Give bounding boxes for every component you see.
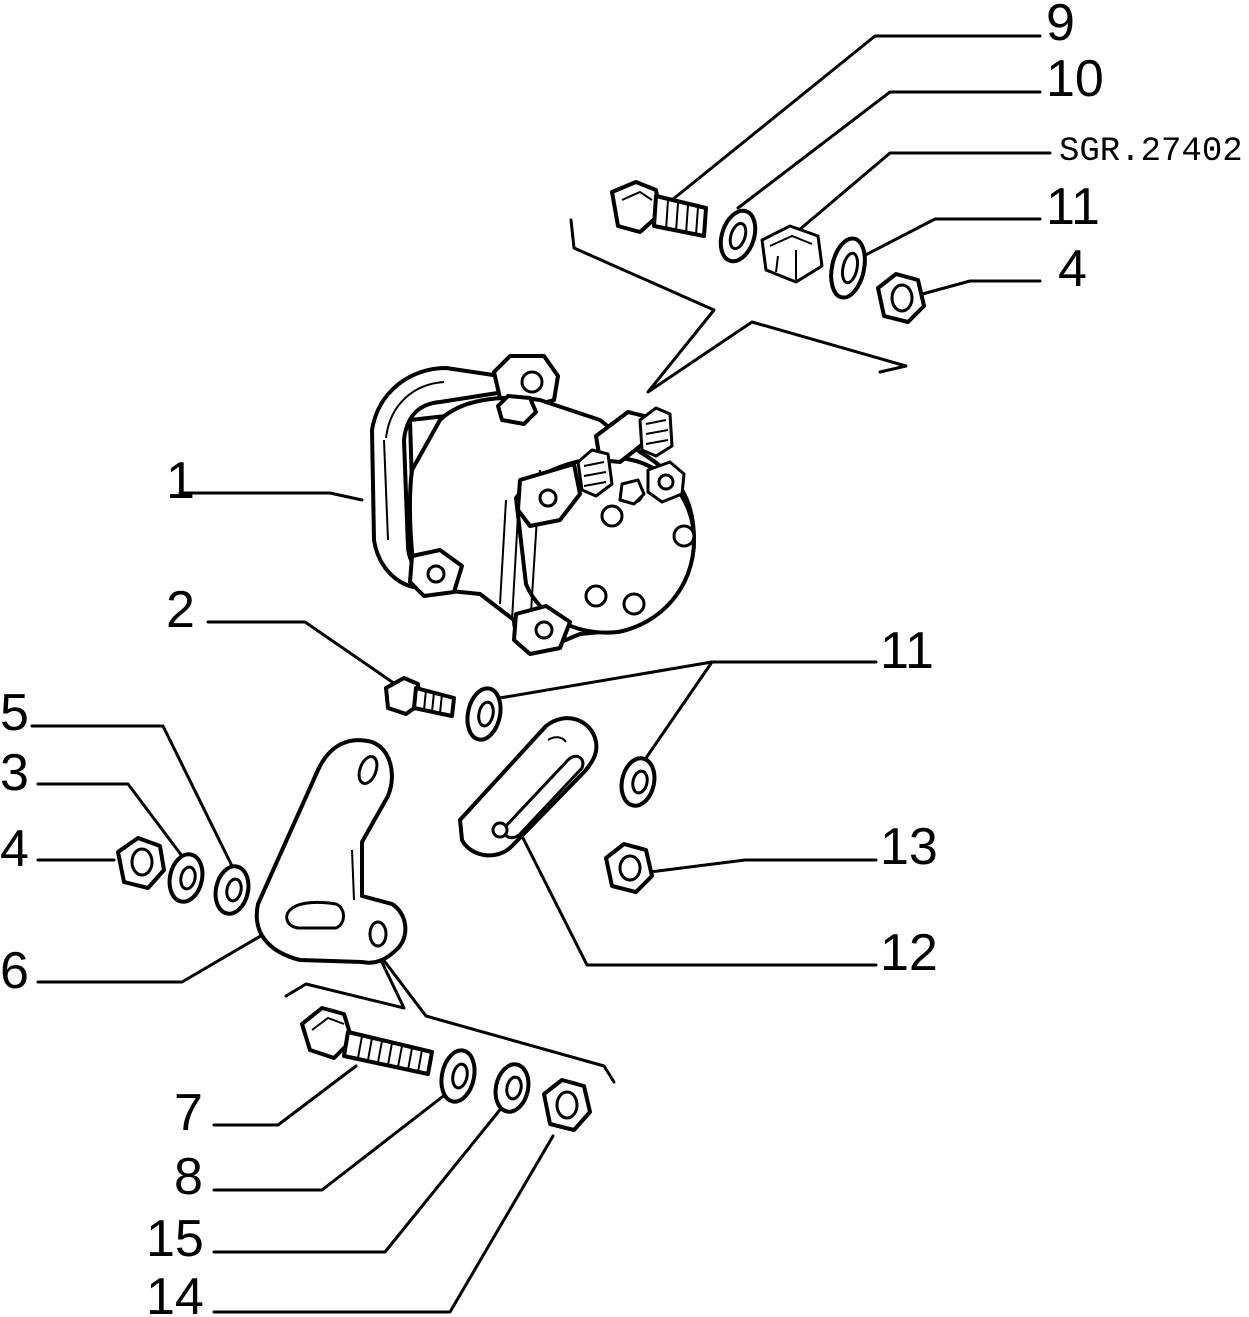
- nut-part-13: [604, 842, 654, 894]
- callout-2: 2: [166, 581, 195, 639]
- washer-part-15: [493, 1062, 531, 1114]
- nut-part-4-left: [116, 836, 166, 890]
- callout-8: 8: [174, 1148, 203, 1206]
- callout-13: 13: [880, 818, 938, 876]
- callout-3: 3: [0, 744, 29, 802]
- callout-7: 7: [174, 1084, 203, 1142]
- slotted-plate-part-12: [458, 716, 599, 858]
- callout-5: 5: [0, 684, 29, 742]
- callout-14: 14: [146, 1268, 204, 1317]
- washer-part-10: [718, 208, 758, 264]
- bracket-part-6: [254, 738, 408, 965]
- bolt-part-2: [384, 676, 456, 718]
- bolt-part-9: [610, 180, 708, 238]
- group-bracket-top: [569, 218, 908, 394]
- callout-11-middle: 11: [880, 622, 934, 680]
- callout-4-top: 4: [1058, 240, 1087, 298]
- washer-part-8: [439, 1048, 477, 1104]
- callout-9: 9: [1046, 0, 1075, 52]
- callout-10: 10: [1046, 50, 1104, 108]
- washer-part-11-top: [829, 236, 867, 300]
- nut-part-14: [542, 1078, 592, 1132]
- callout-4-left: 4: [0, 820, 29, 878]
- callout-1: 1: [166, 452, 195, 510]
- bolt-part-7: [300, 1006, 434, 1076]
- washer-part-11-middle: [465, 686, 503, 742]
- callout-sgr-code: SGR.27402: [1059, 133, 1243, 171]
- washer-part-11-right: [619, 756, 657, 808]
- callout-11-top: 11: [1046, 178, 1100, 236]
- compressor-part-1: [370, 354, 696, 656]
- callout-6: 6: [0, 942, 29, 1000]
- callout-15: 15: [146, 1210, 204, 1268]
- leader-lines: [30, 34, 1052, 1314]
- spacer-part-sgr: [760, 224, 824, 284]
- callout-12: 12: [880, 924, 938, 982]
- nut-part-4-top: [876, 272, 926, 324]
- washer-part-5: [213, 864, 251, 916]
- washer-part-3: [167, 852, 205, 904]
